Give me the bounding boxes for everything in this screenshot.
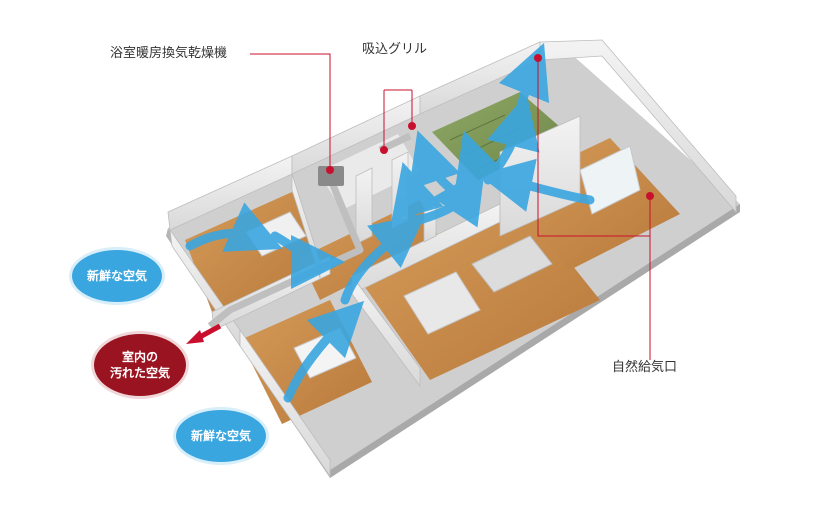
exhaust-arrow-icon: [186, 323, 222, 344]
fresh-air-bubble-bottom: 新鮮な空気: [176, 410, 266, 462]
fresh-air-bubble-top: 新鮮な空気: [72, 250, 162, 302]
natural-inlet-label: 自然給気口: [612, 360, 678, 375]
dirty-air-line2: 汚れた空気: [109, 366, 170, 380]
callout-dot-icon: [326, 54, 654, 200]
fresh-air-text-bottom: 新鮮な空気: [190, 429, 251, 443]
dirty-air-line1: 室内の: [121, 350, 158, 364]
dirty-air-bubble: 室内の 汚れた空気: [94, 334, 186, 396]
dirty-air-text: 室内の 汚れた空気: [110, 349, 170, 381]
intake-grille-label: 吸込グリル: [362, 42, 428, 57]
callout-lines: [250, 53, 651, 360]
fresh-air-text-top: 新鮮な空気: [86, 269, 147, 283]
air-flow-arrow-icon: [185, 42, 595, 403]
bath-ventilator-label: 浴室暖房換気乾燥機: [110, 46, 228, 61]
